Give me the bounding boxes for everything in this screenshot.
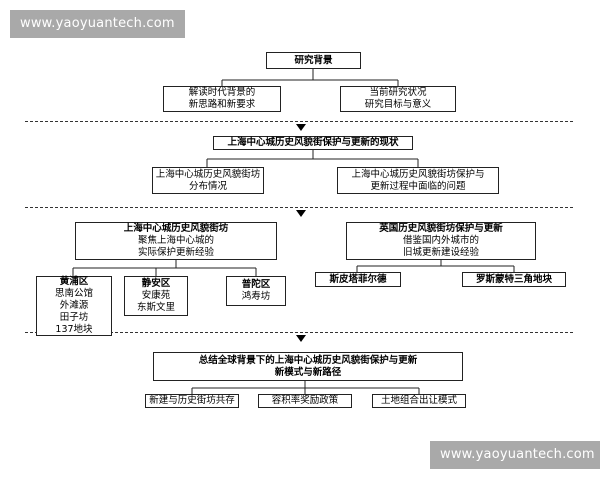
node-far-bonus: 容积率奖励政策 <box>258 394 352 408</box>
node-label: 新建与历史街坊共存 <box>149 395 235 406</box>
node-label: 思南公馆 <box>54 288 93 299</box>
node-label: 上海中心城历史风貌街坊保护与 <box>351 168 485 180</box>
down-arrow-icon <box>296 335 306 342</box>
node-label: 研究目标与意义 <box>364 99 432 110</box>
node-label: 旧城更新建设经验 <box>402 247 479 258</box>
node-problems: 上海中心城历史风貌街坊保护与 更新过程中面临的问题 <box>337 167 499 194</box>
separator-2 <box>25 207 573 208</box>
node-label: 上海中心城历史风貌街坊 <box>123 223 229 234</box>
node-era-background: 解读时代背景的 新思路和新要求 <box>163 86 281 112</box>
node-research-status: 当前研究状况 研究目标与意义 <box>340 86 456 112</box>
node-label: 借鉴国内外城市的 <box>402 235 479 246</box>
node-label: 新模式与新路径 <box>274 366 342 378</box>
node-rosemount: 罗斯蒙特三角地块 <box>462 272 566 287</box>
node-label: 东斯文里 <box>136 302 175 313</box>
node-label: 聚焦上海中心城的 <box>137 235 214 246</box>
node-label: 更新过程中面临的问题 <box>370 180 466 192</box>
node-research-background: 研究背景 <box>266 52 361 69</box>
node-status-root: 上海中心城历史风貌街保护与更新的现状 <box>213 136 413 150</box>
down-arrow-icon <box>296 124 306 131</box>
node-label: 鸿寿坊 <box>241 291 271 302</box>
node-coexistence: 新建与历史街坊共存 <box>145 394 239 408</box>
node-label: 解读时代背景的 <box>188 87 256 98</box>
node-label: 普陀区 <box>241 279 271 290</box>
node-label: 当前研究状况 <box>369 87 427 98</box>
node-summary: 总结全球背景下的上海中心城历史风貌街保护与更新 新模式与新路径 <box>153 352 463 381</box>
node-jingan: 静安区 安康苑 东斯文里 <box>124 276 188 316</box>
node-label: 新思路和新要求 <box>188 99 256 110</box>
node-uk-experience: 英国历史风貌街坊保护与更新 借鉴国内外城市的 旧城更新建设经验 <box>346 222 536 260</box>
node-label: 上海中心城历史风貌街保护与更新的现状 <box>227 137 399 148</box>
node-label: 英国历史风貌街坊保护与更新 <box>379 223 503 234</box>
node-label: 黄浦区 <box>59 276 89 287</box>
node-label: 137地块 <box>55 324 93 335</box>
watermark-top: www.yaoyuantech.com <box>10 10 185 38</box>
watermark-bottom: www.yaoyuantech.com <box>430 441 600 469</box>
node-label: 土地组合出让模式 <box>380 395 457 406</box>
node-label: 总结全球背景下的上海中心城历史风貌街保护与更新 <box>198 354 418 366</box>
node-label: 上海中心城历史风貌街坊 <box>155 168 261 180</box>
separator-1 <box>25 121 573 122</box>
node-distribution: 上海中心城历史风貌街坊 分布情况 <box>152 167 264 194</box>
node-label: 田子坊 <box>59 312 89 323</box>
node-putuo: 普陀区 鸿寿坊 <box>226 276 286 306</box>
node-label: 实际保护更新经验 <box>137 247 214 258</box>
node-label: 外滩源 <box>59 300 89 311</box>
node-label: 容积率奖励政策 <box>271 395 339 406</box>
node-label: 罗斯蒙特三角地块 <box>475 273 552 285</box>
node-land-transfer: 土地组合出让模式 <box>372 394 466 408</box>
node-spitalfields: 斯皮塔菲尔德 <box>315 272 401 287</box>
node-huangpu: 黄浦区 思南公馆 外滩源 田子坊 137地块 <box>36 276 112 336</box>
node-label: 安康苑 <box>141 290 171 301</box>
node-label: 静安区 <box>141 278 171 289</box>
down-arrow-icon <box>296 210 306 217</box>
node-label: 斯皮塔菲尔德 <box>329 273 387 285</box>
node-label: 研究背景 <box>294 54 333 66</box>
node-shanghai-experience: 上海中心城历史风貌街坊 聚焦上海中心城的 实际保护更新经验 <box>75 222 277 260</box>
separator-3 <box>25 332 573 333</box>
node-label: 分布情况 <box>188 180 227 192</box>
